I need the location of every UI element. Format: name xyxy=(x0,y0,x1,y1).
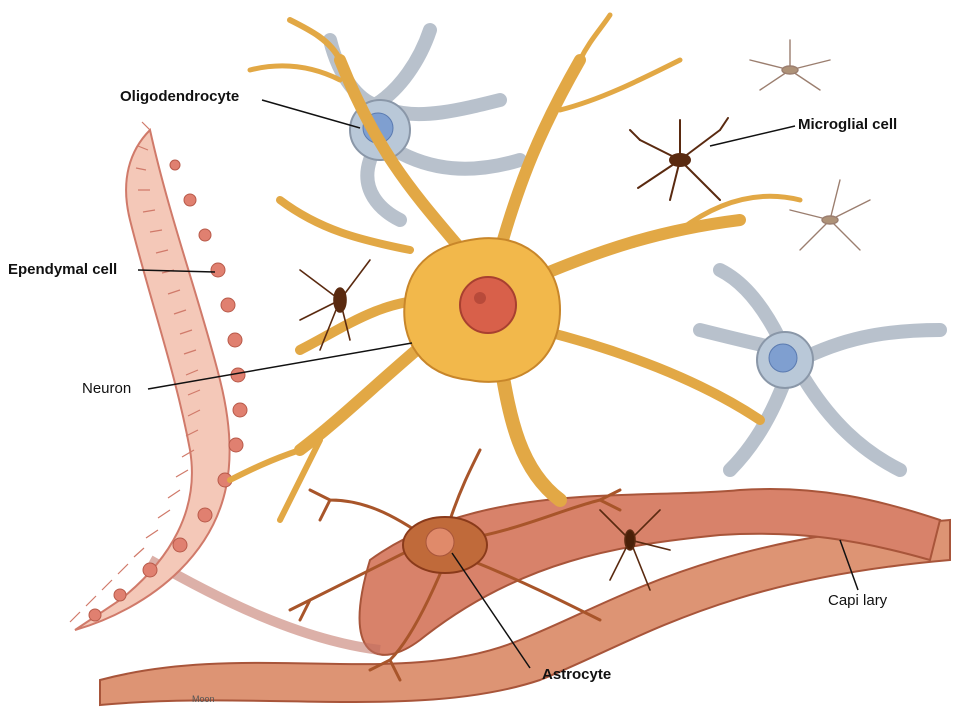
leader-lines xyxy=(137,99,859,669)
label-astrocyte: Astrocyte xyxy=(542,666,612,683)
leader-astrocyte xyxy=(451,552,531,669)
astrocyte-nucleus xyxy=(425,527,455,557)
oligodendrocyte-right-nucleus xyxy=(768,343,798,373)
label-capillary: Capi lary xyxy=(828,592,888,609)
oligodendrocyte-right xyxy=(693,263,947,477)
leader-capillary xyxy=(839,539,859,591)
leader-oligodendrocyte xyxy=(261,99,361,129)
leader-neuron xyxy=(147,342,413,390)
capillary-left-arm xyxy=(147,555,381,655)
label-ependymal-cell: Ependymal cell xyxy=(8,261,118,278)
label-neuron: Neuron xyxy=(82,380,132,397)
ependymal-cilia xyxy=(69,121,201,623)
microglial-cell-right xyxy=(789,179,871,251)
leader-ependymal xyxy=(137,269,216,273)
artist-signature: Moon xyxy=(192,694,215,704)
ependymal-sheet xyxy=(74,128,231,631)
ependymal-nuclei xyxy=(88,159,248,622)
label-microglial-cell: Microglial cell xyxy=(798,116,898,133)
microglial-cell-lower xyxy=(599,509,671,591)
microglial-cell-top xyxy=(749,39,831,91)
microglial-cell-main xyxy=(629,117,729,201)
neuron xyxy=(227,12,803,523)
capillary-vessels xyxy=(99,488,951,707)
label-oligodendrocyte: Oligodendrocyte xyxy=(120,88,240,105)
ependymal-layer xyxy=(69,121,248,631)
capillary-lower xyxy=(99,518,951,707)
neuron-nucleus xyxy=(459,276,517,334)
leader-microglial xyxy=(709,125,796,147)
microglia xyxy=(299,39,871,591)
microglial-cell-left xyxy=(299,259,371,351)
astrocyte xyxy=(288,448,622,682)
oligodendrocyte-top xyxy=(323,23,527,227)
